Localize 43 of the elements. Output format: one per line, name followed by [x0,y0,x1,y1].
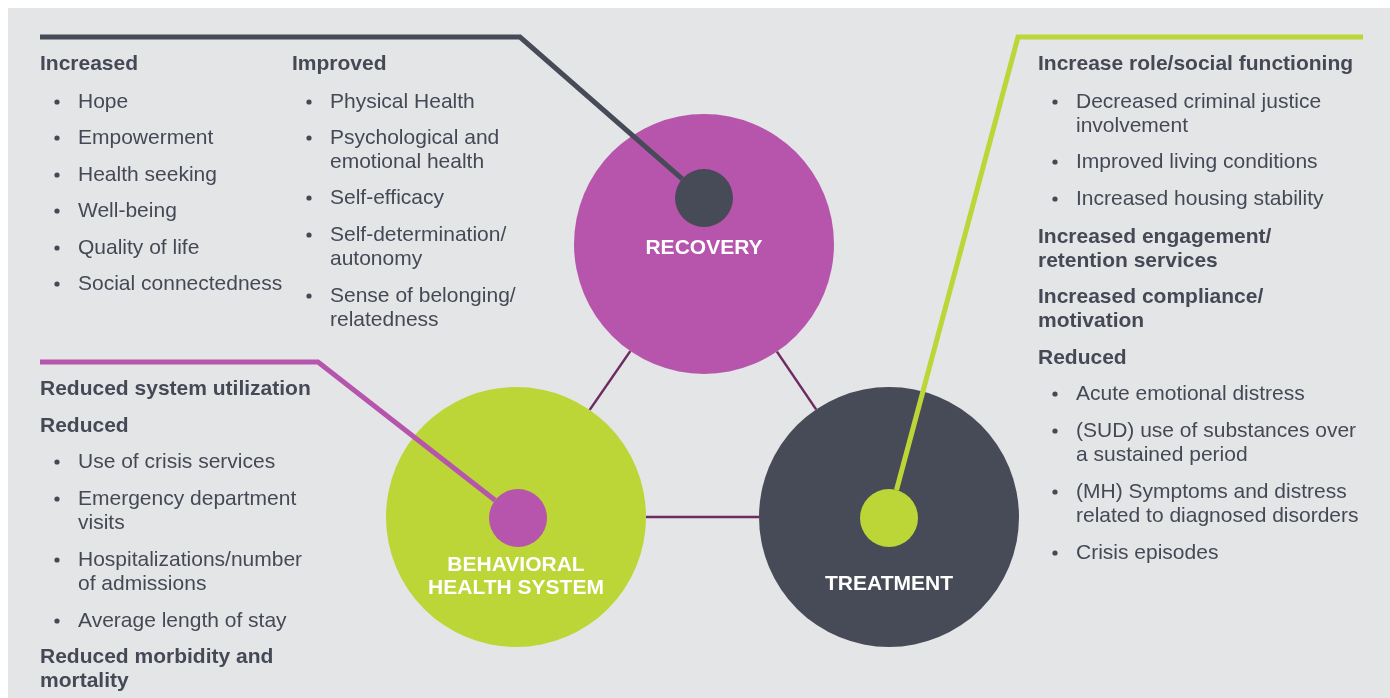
list-item: Social connectedness [78,271,284,295]
list-item: Physical Health [330,89,476,113]
list-item: Health seeking [78,162,218,186]
circle-label: TREATMENT [824,571,954,594]
circle-label: RECOVERY [644,235,764,258]
list-item: Self-determination/ autonomy [330,222,508,270]
list-item: Self-efficacy [330,185,445,209]
list-item: Well-being [78,198,178,222]
list-item: Average length of stay [78,608,288,632]
list-item: Hospitalizations/number of admissions [78,547,304,595]
dot-marker [489,489,547,547]
list-item: Psychological and emotional health [330,125,501,173]
list-item: Hope [78,89,130,113]
list-item: Quality of life [78,235,201,259]
list-item: Crisis episodes [1076,540,1220,564]
list-item: Improved living conditions [1076,149,1319,173]
list-item: (SUD) use of substances over a sustained period [1076,418,1358,466]
list-item: Sense of belonging/ relatedness [330,283,517,331]
leader-line [40,359,497,503]
list-item: Emergency department visits [78,486,298,534]
list-item: Increased housing stability [1076,186,1325,210]
section-heading: Reduced [40,413,130,437]
section-heading: Increase role/social functioning [1038,51,1355,75]
circle-label: BEHAVIORAL HEALTH SYSTEM [427,552,605,598]
section-heading: Improved [292,51,388,75]
list-item: Use of crisis services [78,449,277,473]
leader-line [894,34,1363,491]
section-heading: Reduced [1038,345,1128,369]
list-item: Decreased criminal justice involvement [1076,89,1323,137]
list-item: Acute emotional distress [1076,381,1306,405]
section-heading: Increased engagement/ retention services [1038,224,1273,272]
section-heading: Increased compliance/ motivation [1038,284,1265,332]
section-heading: Reduced system utilization [40,376,312,400]
list-item: (MH) Symptoms and distress related to diagnosed disorders [1076,479,1360,527]
connector-line [588,350,632,411]
list-item: Empowerment [78,125,215,149]
connector-line [646,515,759,519]
dot-marker [675,169,733,227]
dot-marker [860,489,918,547]
leader-line [40,34,684,181]
connector-line [775,350,818,411]
section-heading: Increased [40,51,140,75]
section-heading: Reduced morbidity and mortality [40,644,275,692]
